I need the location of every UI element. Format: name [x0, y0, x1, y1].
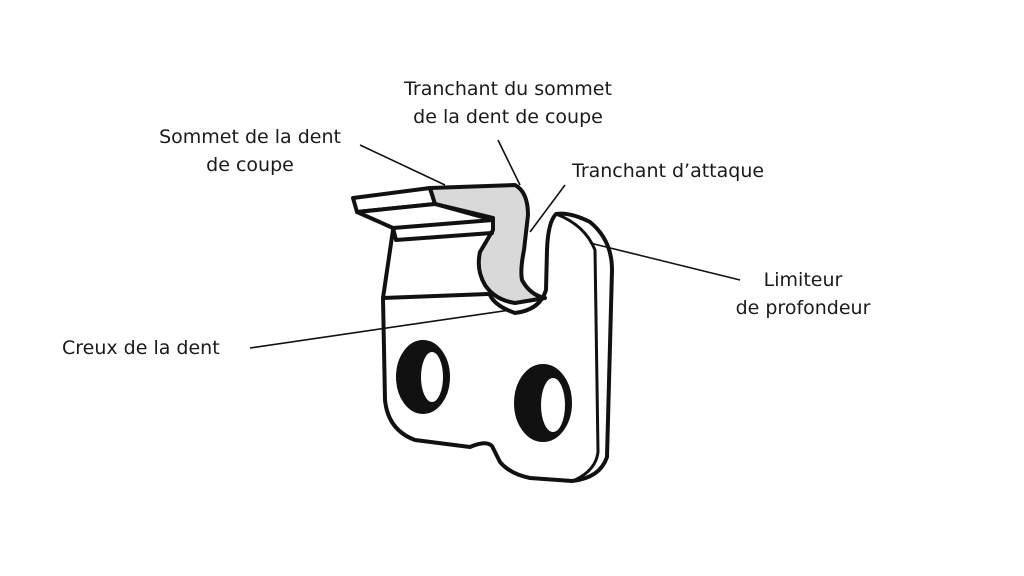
depth-gauge-side	[554, 212, 600, 482]
leader-gullet	[249, 309, 511, 349]
label-cutter-top: Sommet de la dent de coupe	[159, 126, 341, 176]
body-shoulder-line	[381, 292, 490, 300]
leader-cutter-top-edge	[497, 139, 521, 186]
label-cutter-top-edge: Tranchant du sommet de la dent de coupe	[404, 78, 612, 128]
leader-cutter-top	[359, 144, 446, 186]
leader-side-edge	[529, 184, 566, 233]
label-side-edge: Tranchant d’attaque	[572, 160, 765, 182]
label-depth-gauge: Limiteur de profondeur	[735, 269, 871, 319]
top-plate	[428, 183, 547, 305]
leader-depth-gauge	[589, 242, 741, 281]
label-gullet: Creux de la dent	[62, 337, 220, 359]
top-plate-underside	[355, 202, 495, 230]
